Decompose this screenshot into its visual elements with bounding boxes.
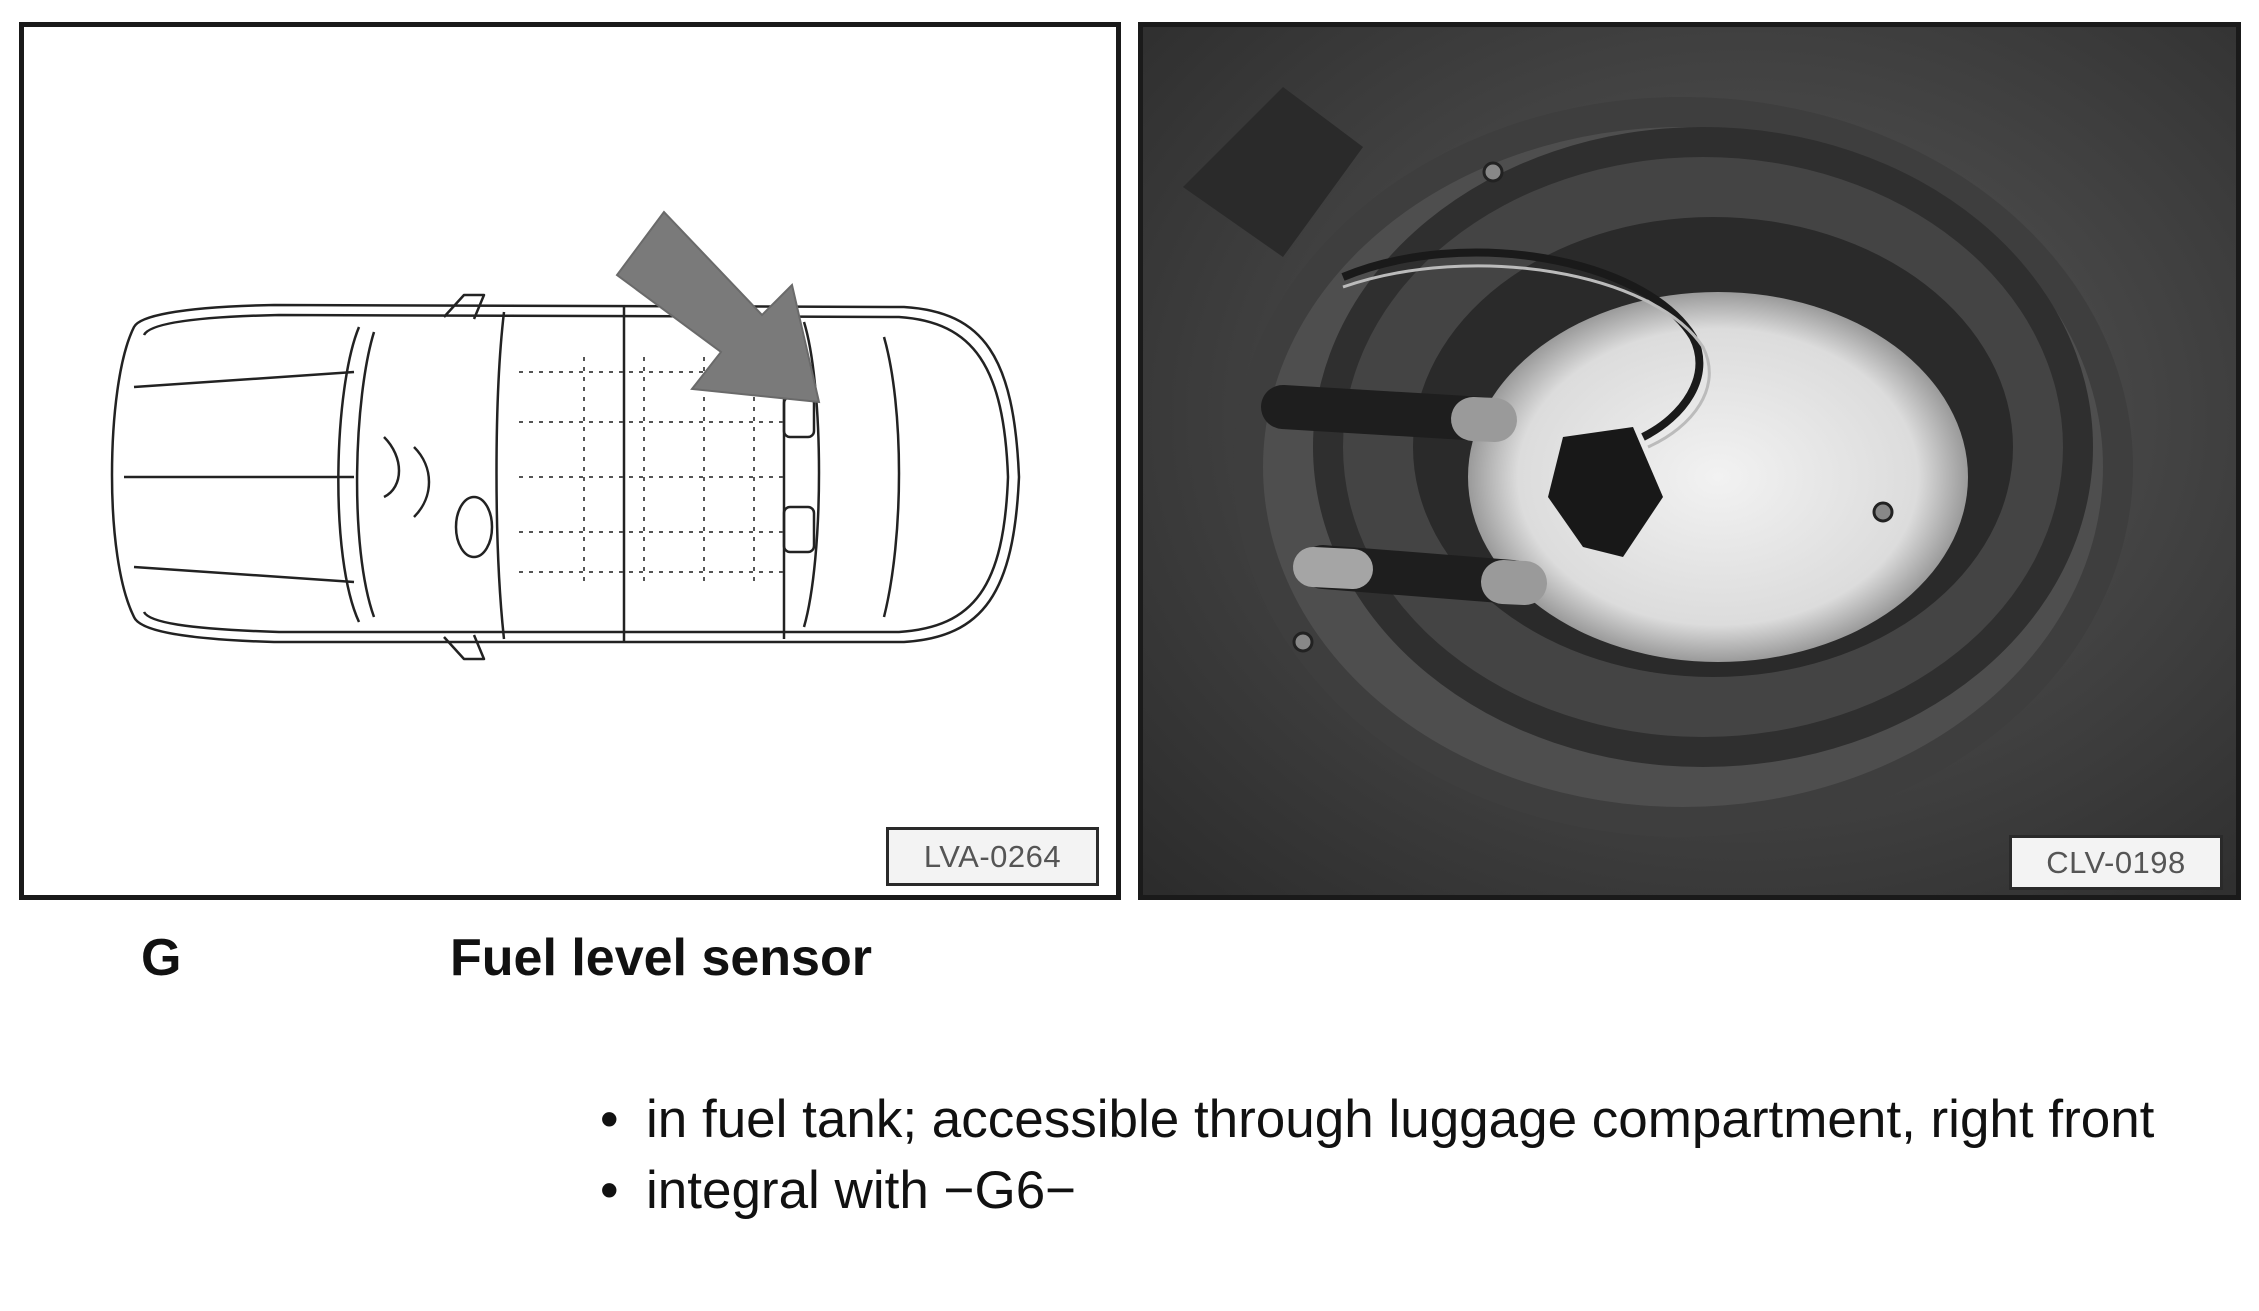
car-top-view-diagram-icon (110, 210, 1021, 661)
bullet-icon: • (600, 1090, 619, 1149)
list-item: • integral with −G6− (600, 1155, 2240, 1226)
fuel-sender-photo-icon (1143, 27, 2236, 895)
car-location-diagram: LVA-0264 (19, 22, 1121, 900)
figure-reference-label: LVA-0264 (886, 827, 1099, 886)
fuel-sender-photo: CLV-0198 (1138, 22, 2241, 900)
component-title: Fuel level sensor (450, 929, 872, 987)
arrow-icon (615, 210, 821, 404)
note-text: integral with −G6− (646, 1161, 1077, 1220)
note-text: in fuel tank; accessible through luggage… (646, 1090, 2155, 1149)
figure-reference-label: CLV-0198 (2009, 835, 2223, 890)
component-code: G (141, 929, 182, 987)
notes-list: • in fuel tank; accessible through lugga… (600, 1084, 2240, 1226)
list-item: • in fuel tank; accessible through lugga… (600, 1084, 2240, 1155)
bullet-icon: • (600, 1161, 619, 1220)
